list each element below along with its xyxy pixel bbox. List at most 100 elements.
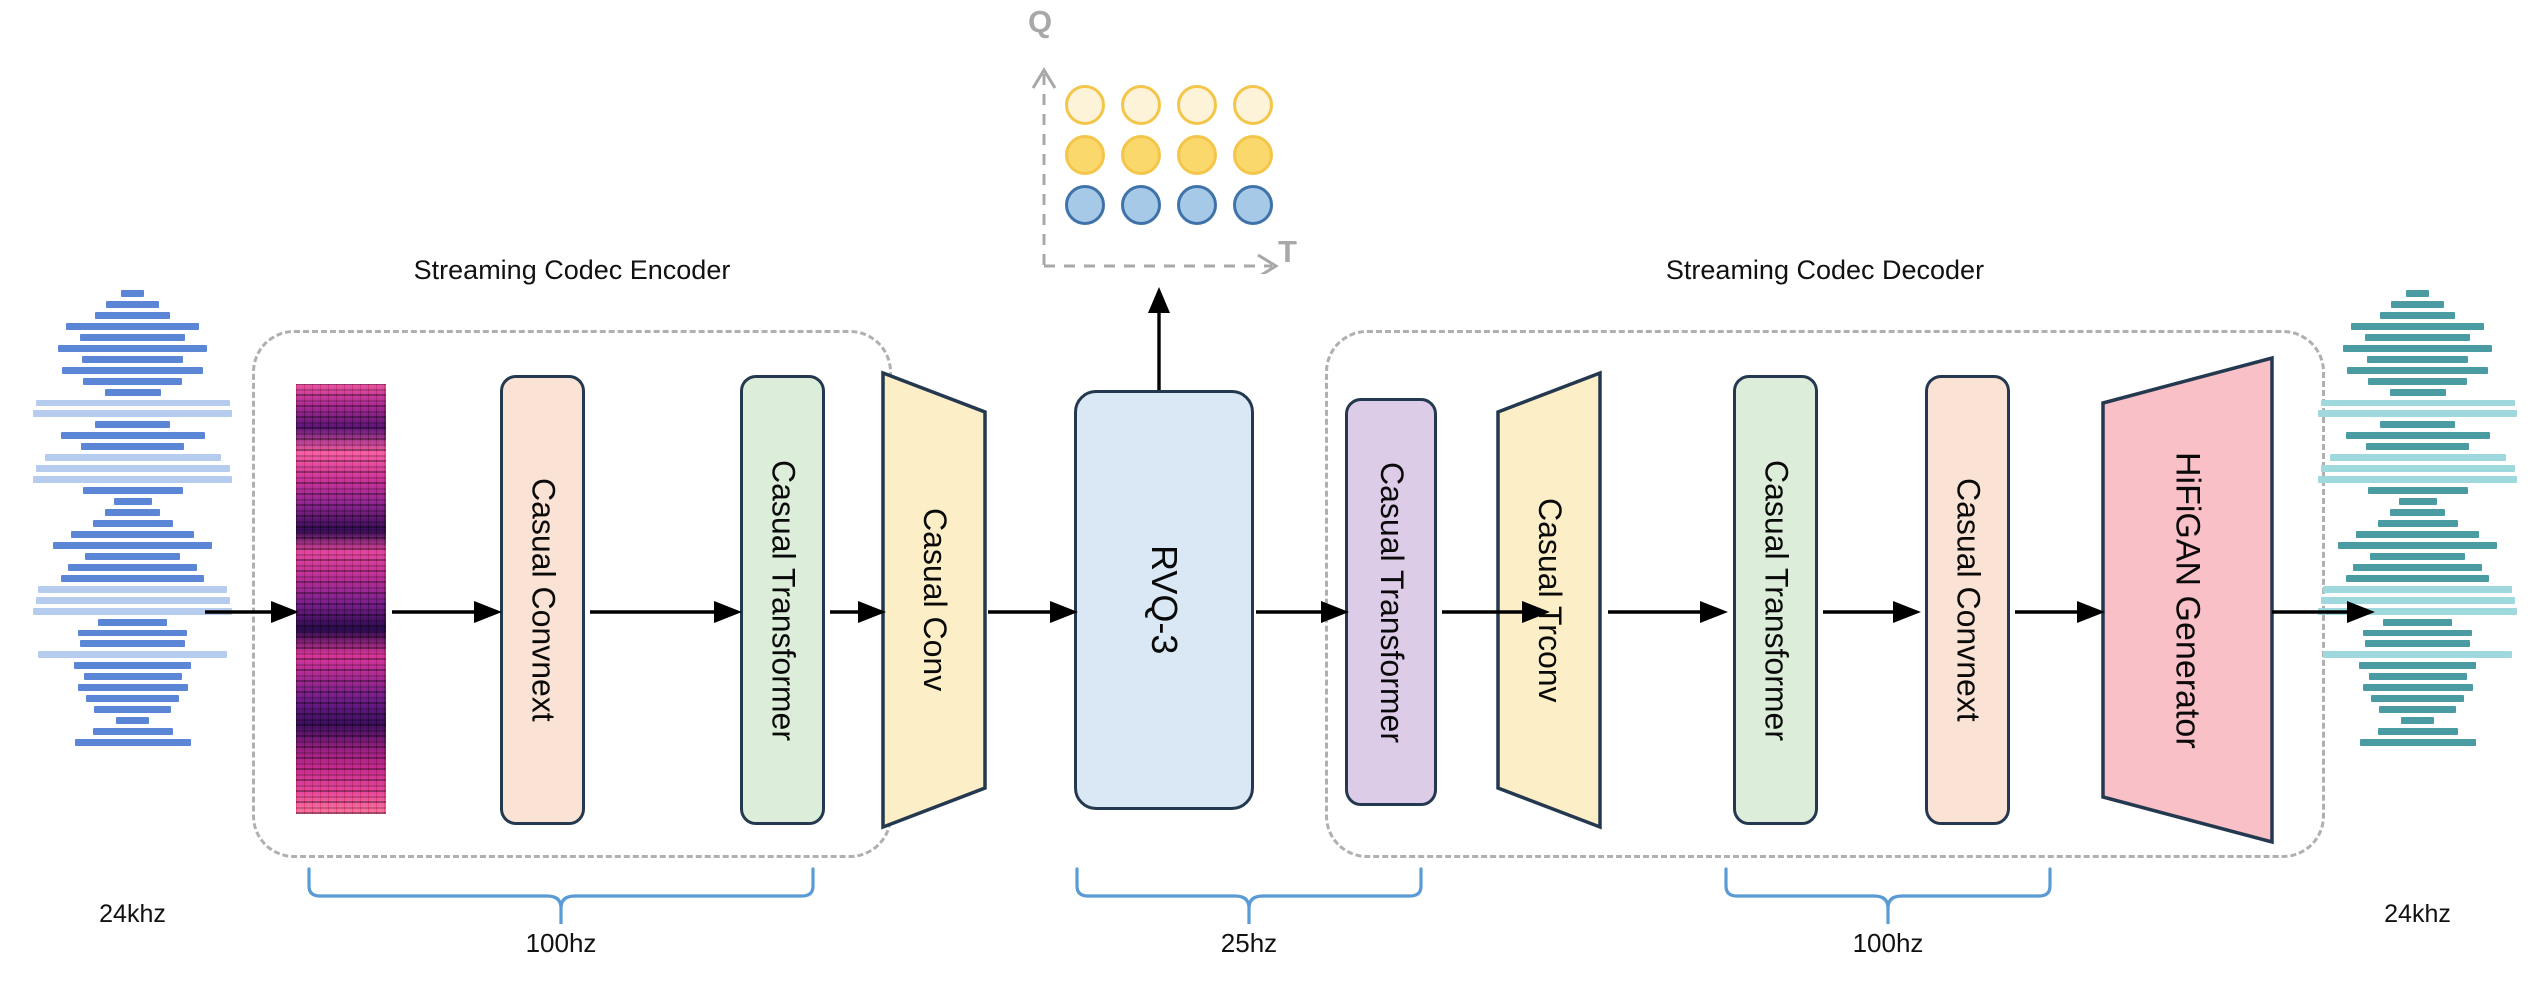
waveform-bar — [33, 476, 232, 484]
encoder-title: Streaming Codec Encoder — [413, 255, 731, 285]
waveform-bar — [2363, 629, 2472, 637]
waveform-bar — [2318, 607, 2517, 615]
waveform-bar — [2383, 618, 2452, 626]
quantizer-token-blue — [1121, 185, 1161, 225]
arrow-convnext-to-hifigan — [2015, 600, 2107, 624]
output-waveform — [2305, 289, 2530, 750]
block-label: Casual Transformer — [765, 459, 802, 741]
arrow-transformer-to-conv — [830, 600, 888, 624]
waveform-bar — [83, 377, 182, 385]
output-waveform-label: 24khz — [2384, 900, 2451, 928]
block-casual-transformer-purple[interactable]: Casual Transformer — [1345, 398, 1437, 806]
brace-label-decoder-100hz: 100hz — [1852, 928, 1924, 958]
quantizer-token-pale-yellow — [1121, 85, 1161, 125]
waveform-bar — [2406, 289, 2429, 297]
waveform-bar — [82, 355, 183, 363]
waveform-bar — [2390, 509, 2445, 516]
waveform-bar — [2401, 717, 2434, 725]
waveform-bar — [77, 684, 188, 692]
waveform-bar — [35, 596, 230, 604]
waveform-bar — [80, 640, 185, 648]
block-label: Casual Conv — [916, 508, 953, 692]
waveform-bar — [2368, 377, 2467, 385]
block-casual-transformer-encoder[interactable]: Casual Transformer — [740, 375, 825, 825]
block-label: Casual Convnext — [525, 478, 562, 722]
brace-encoder-100hz — [306, 866, 816, 928]
brace-decoder-100hz — [1723, 866, 2053, 928]
block-casual-convnext-decoder[interactable]: Casual Convnext — [1925, 375, 2010, 825]
block-label: Casual Transformer — [1758, 459, 1795, 741]
waveform-bar — [2367, 487, 2468, 495]
waveform-bar — [92, 520, 173, 527]
waveform-bar — [33, 410, 232, 418]
waveform-bar — [92, 728, 173, 736]
waveform-bar — [2377, 728, 2458, 736]
waveform-bar — [2318, 476, 2517, 484]
waveform-bar — [121, 289, 144, 297]
brace-label-encoder-100hz: 100hz — [525, 928, 597, 958]
block-casual-convnext-encoder[interactable]: Casual Convnext — [500, 375, 585, 825]
block-label: Casual Trconv — [1531, 497, 1568, 703]
waveform-bar — [106, 300, 159, 308]
waveform-bar — [105, 509, 160, 516]
waveform-bar — [95, 421, 170, 429]
arrow-spectrogram-to-convnext — [392, 600, 504, 624]
waveform-bar — [2379, 706, 2456, 714]
block-hifigan-generator[interactable]: HiFiGAN Generator — [2100, 355, 2275, 845]
waveform-bar — [35, 465, 230, 473]
arrow-input-to-spectrogram — [205, 600, 301, 624]
waveform-bar — [2323, 585, 2512, 593]
decoder-title: Streaming Codec Decoder — [1665, 255, 1985, 285]
waveform-bar — [94, 706, 171, 714]
quantizer-token-yellow — [1177, 135, 1217, 175]
waveform-bar — [74, 662, 191, 670]
waveform-bar — [98, 618, 167, 626]
waveform-bar — [35, 399, 230, 407]
mel-spectrogram-image — [296, 384, 386, 814]
waveform-bar — [60, 432, 205, 440]
block-casual-trconv[interactable]: Casual Trconv — [1495, 370, 1603, 830]
waveform-bar — [82, 487, 183, 495]
arrow-convnext-to-transformer — [590, 600, 744, 624]
waveform-bar — [2320, 465, 2515, 473]
waveform-bar — [2368, 673, 2467, 681]
quantizer-token-pale-yellow — [1177, 85, 1217, 125]
waveform-bar — [2370, 552, 2465, 560]
waveform-bar — [38, 651, 227, 659]
waveform-bar — [68, 563, 197, 571]
waveform-bar — [2398, 498, 2437, 506]
quantizer-token-pale-yellow — [1065, 85, 1105, 125]
waveform-bar — [2323, 651, 2512, 659]
quantizer-token-grid — [1065, 85, 1285, 265]
quantizer-token-pale-yellow — [1233, 85, 1273, 125]
waveform-bar — [95, 311, 170, 319]
waveform-bar — [2347, 366, 2488, 374]
waveform-bar — [44, 454, 221, 462]
block-rvq-3[interactable]: RVQ-3 — [1074, 390, 1254, 810]
block-label: Casual Transformer — [1373, 461, 1410, 743]
waveform-bar — [2371, 695, 2464, 703]
waveform-bar — [2377, 520, 2458, 527]
waveform-bar — [2367, 355, 2468, 363]
waveform-bar — [2362, 684, 2473, 692]
quantizer-token-yellow — [1065, 135, 1105, 175]
waveform-bar — [2356, 530, 2479, 538]
axis-label-q: Q — [1028, 4, 1053, 39]
waveform-bar — [33, 607, 232, 615]
arrow-conv-to-rvq — [988, 600, 1080, 624]
axis-label-t: T — [1278, 234, 1297, 269]
arrow-transformer-to-convnext-dec — [1823, 600, 1923, 624]
block-casual-conv-encoder[interactable]: Casual Conv — [880, 370, 988, 830]
waveform-bar — [2351, 322, 2484, 330]
waveform-bar — [2320, 596, 2515, 604]
decoder-group-box — [1325, 330, 2325, 858]
waveform-bar — [80, 333, 185, 341]
waveform-bar — [2389, 388, 2446, 396]
waveform-bar — [83, 673, 182, 681]
waveform-bar — [2353, 563, 2482, 571]
arrow-trconv-to-transformer — [1608, 600, 1730, 624]
brace-rvq-25hz — [1074, 866, 1424, 928]
waveform-bar — [2380, 311, 2455, 319]
block-casual-transformer-green[interactable]: Casual Transformer — [1733, 375, 1818, 825]
